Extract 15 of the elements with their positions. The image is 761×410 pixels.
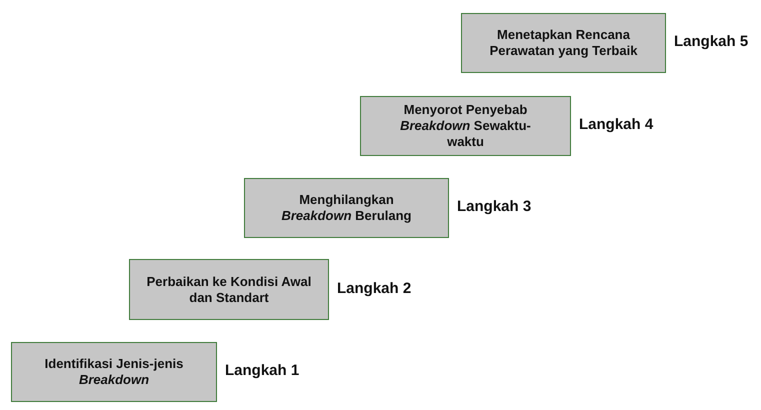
step-label: Langkah 1 <box>225 362 300 379</box>
step-box <box>461 13 666 73</box>
step-label: Langkah 5 <box>674 33 748 50</box>
step-description: Menetapkan Rencana Perawatan yang Terbaik <box>488 27 638 59</box>
step-description: Menghilangkan Breakdown Berulang <box>280 192 413 224</box>
step-description: Identifikasi Jenis-jenis Breakdown <box>44 356 184 388</box>
step-description: Menyorot Penyebab Breakdown Sewaktu-waktu <box>399 102 532 150</box>
step-box <box>360 96 571 156</box>
step-description: Perbaikan ke Kondisi Awal dan Standart <box>146 274 312 306</box>
step-box <box>129 259 329 320</box>
step-box <box>244 178 449 238</box>
step-label: Langkah 3 <box>457 198 532 215</box>
step-box <box>11 342 217 402</box>
step-label: Langkah 2 <box>337 280 412 296</box>
step-label: Langkah 4 <box>579 116 654 133</box>
